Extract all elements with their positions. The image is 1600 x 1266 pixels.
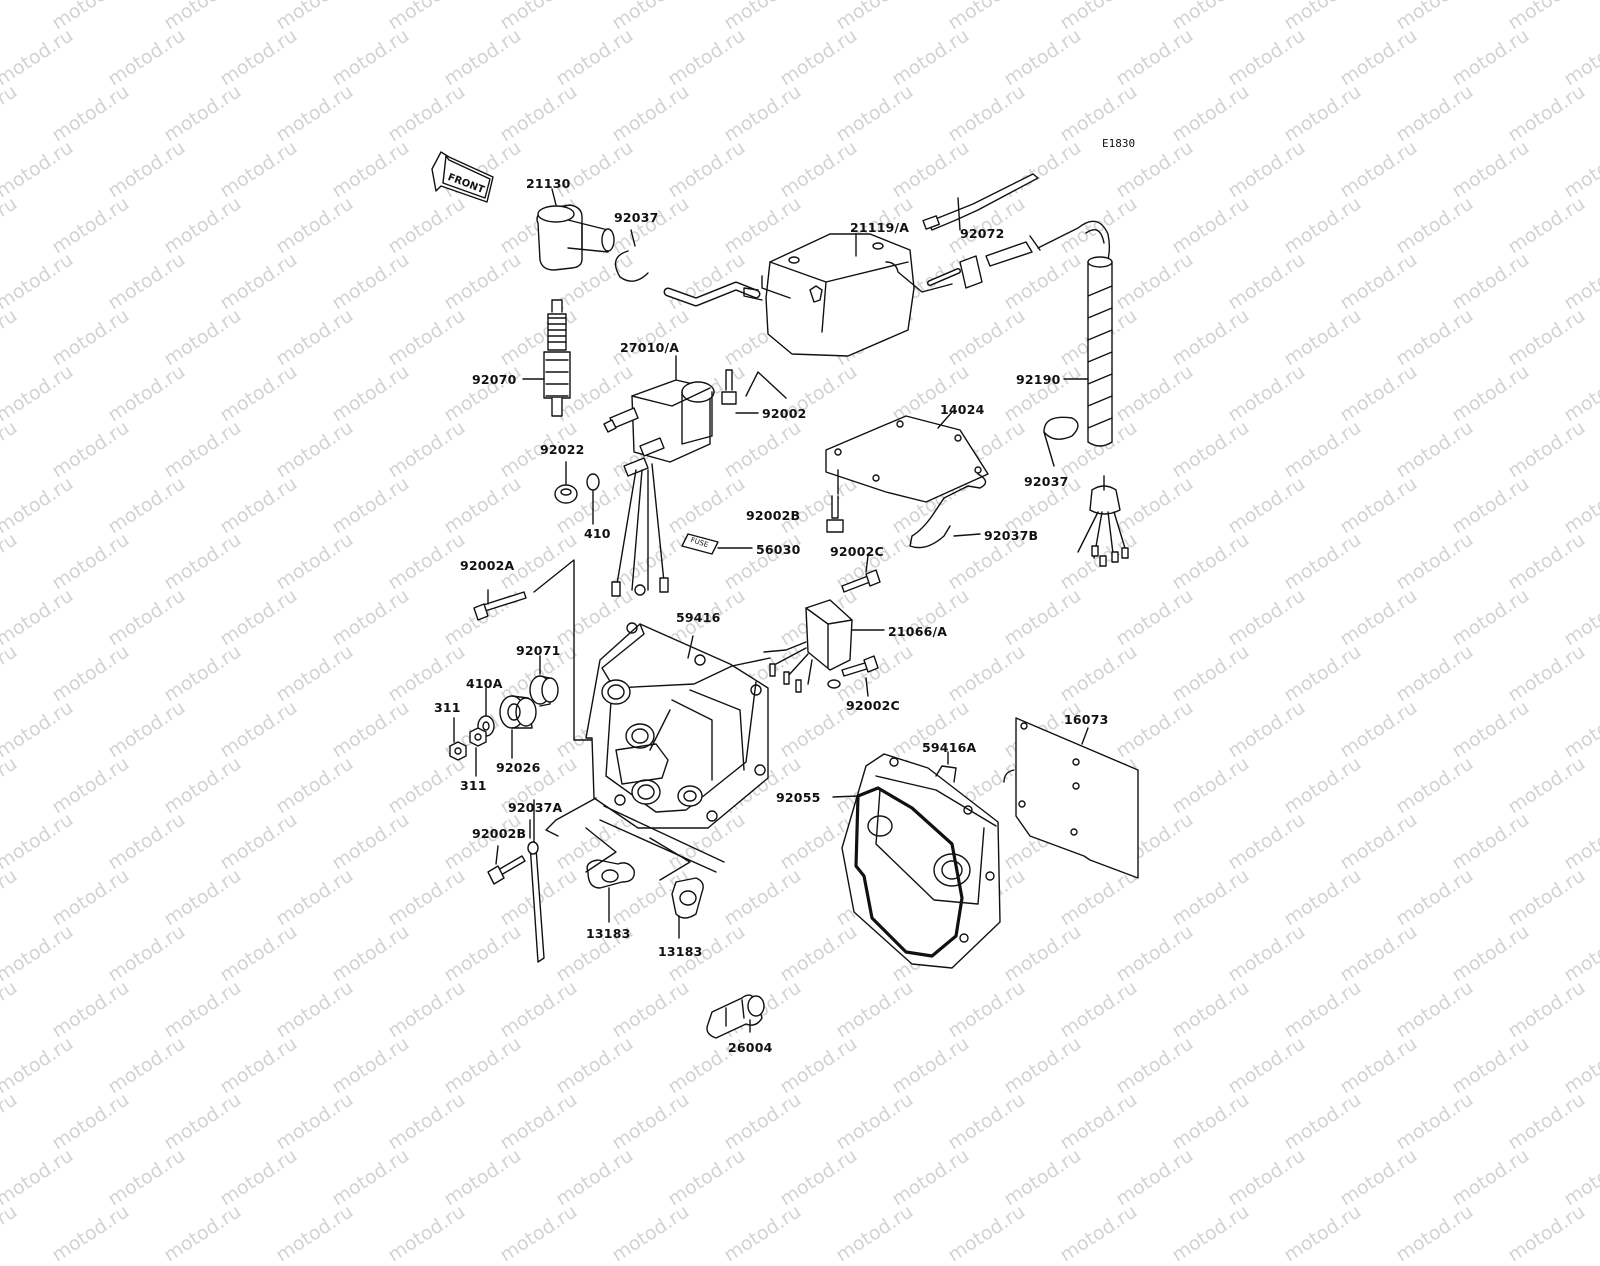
bolt-part: [826, 469, 844, 533]
part-label-92026: 92026: [496, 760, 541, 775]
part-label-21130: 21130: [526, 176, 571, 191]
part-label-92072: 92072: [960, 226, 1005, 241]
gasket-seal-part: [854, 786, 964, 958]
spark-plug-part: [522, 299, 571, 417]
cable-tie-part: [922, 173, 1039, 231]
nut-part: [449, 717, 487, 777]
bolt-part: [721, 369, 787, 414]
part-label-13183-left: 13183: [586, 926, 631, 941]
watermark-text: motod.ru: [0, 1200, 22, 1266]
watermark-text: motod.ru: [720, 1200, 806, 1266]
plate-part: [1003, 717, 1139, 879]
part-label-92037-right: 92037: [1024, 474, 1069, 489]
part-label-14024: 14024: [940, 402, 985, 417]
part-label-92037a: 92037A: [508, 800, 563, 815]
part-label-59416a: 59416A: [922, 740, 977, 755]
part-label-92002b-top: 92002B: [746, 508, 801, 523]
part-label-92190: 92190: [1016, 372, 1061, 387]
watermark-text: motod.ru: [160, 1200, 246, 1266]
part-label-92002a: 92002A: [460, 558, 515, 573]
part-label-92055: 92055: [776, 790, 821, 805]
housing-part: [585, 622, 771, 829]
watermark-text: motod.ru: [1280, 1200, 1366, 1266]
part-label-59416: 59416: [676, 610, 721, 625]
watermark-text: motod.ru: [1392, 1200, 1478, 1266]
front-arrow-icon: [431, 151, 494, 203]
fuse-part: [681, 533, 753, 555]
part-label-56030: 56030: [756, 542, 801, 557]
part-label-410: 410: [584, 526, 611, 541]
part-label-26004: 26004: [728, 1040, 773, 1055]
watermark-text: motod.ru: [496, 1200, 582, 1266]
part-label-92022: 92022: [540, 442, 585, 457]
plate-part: [585, 805, 725, 939]
part-label-92071: 92071: [516, 643, 561, 658]
strap-part: [527, 797, 597, 963]
grommet-part: [529, 655, 559, 707]
part-label-92002b-bottom: 92002B: [472, 826, 527, 841]
part-label-27010-a: 27010/A: [620, 340, 680, 355]
electronic-module-part: [763, 599, 885, 693]
relay-part: [603, 355, 715, 597]
part-label-16073: 16073: [1064, 712, 1109, 727]
cover-part: [841, 751, 1001, 969]
watermark-text: motod.ru: [272, 1200, 358, 1266]
part-label-92070: 92070: [472, 372, 517, 387]
part-label-92002c-top: 92002C: [830, 544, 884, 559]
part-label-13183-right: 13183: [658, 944, 703, 959]
washer-part: [554, 461, 600, 525]
bolt-part: [487, 845, 526, 885]
part-label-92037b: 92037B: [984, 528, 1039, 543]
watermark-text: motod.ru: [1056, 1200, 1142, 1266]
watermark-text: motod.ru: [1504, 1200, 1590, 1266]
watermark-text: motod.ru: [832, 1200, 918, 1266]
watermark-text: motod.ru: [608, 1200, 694, 1266]
part-label-92002c-bottom: 92002C: [846, 698, 900, 713]
hose-clamp-part: [614, 250, 649, 282]
part-label-311-bottom: 311: [460, 778, 487, 793]
bolt-part: [841, 555, 881, 697]
part-label-92002: 92002: [762, 406, 807, 421]
parts-diagram: [431, 151, 1139, 1039]
bracket-part: [909, 473, 987, 549]
connector-part: [706, 994, 765, 1039]
watermark-text: motod.ru: [384, 1200, 470, 1266]
part-label-92037: 92037: [614, 210, 659, 225]
gasket-part: [825, 411, 989, 503]
watermark-text: motod.ru: [48, 1200, 134, 1266]
electric-box-part: [743, 220, 1111, 357]
grommet-part: [499, 695, 537, 759]
hose-clamp-part: [1043, 416, 1079, 440]
hose-sleeve-part: [1087, 256, 1113, 447]
diagram-code: E1830: [1102, 137, 1136, 150]
part-label-21119-a: 21119/A: [850, 220, 910, 235]
watermark-text: motod.ru: [1168, 1200, 1254, 1266]
watermark-text: motod.ru: [944, 1200, 1030, 1266]
part-label-410a: 410A: [466, 676, 503, 691]
connector-part: [1077, 475, 1129, 567]
spark-plug-cap-part: [536, 204, 615, 271]
part-label-21066-a: 21066/A: [888, 624, 948, 639]
part-label-311-left: 311: [434, 700, 461, 715]
